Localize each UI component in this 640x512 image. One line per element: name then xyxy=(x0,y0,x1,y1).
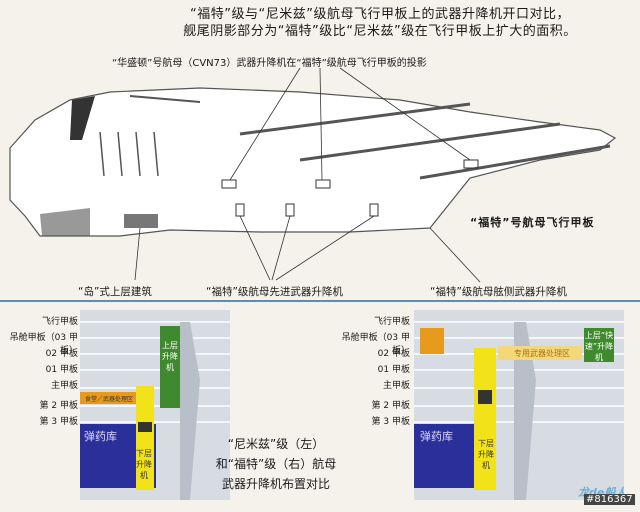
left-lower-elevator-label: 下层升降机 xyxy=(136,449,152,480)
leader-line xyxy=(339,67,471,161)
left-cross-section xyxy=(80,310,230,500)
deck-label: 02 甲板 xyxy=(377,349,410,359)
deck-label: 吊舱甲板（03 甲板） xyxy=(9,333,78,356)
leader-line xyxy=(275,215,375,281)
deck-label: 01 甲板 xyxy=(45,365,78,375)
deck-label: 吊舱甲板（03 甲板） xyxy=(341,333,410,356)
callout-island: “岛”式上层建筑 xyxy=(78,286,152,298)
arresting-wire xyxy=(117,131,123,177)
section-divider xyxy=(0,300,640,302)
arresting-wire xyxy=(135,131,141,177)
arresting-wire xyxy=(99,131,105,177)
deck-label: 02 甲板 xyxy=(45,349,78,359)
comparison-line-1: “尼米兹”级（左） xyxy=(227,437,325,451)
deck-label: 第 2 甲板 xyxy=(39,401,78,411)
flight-deck-plan xyxy=(9,67,617,283)
watermark-id: #816367 xyxy=(584,494,635,505)
hull-side xyxy=(180,322,200,500)
processing-area xyxy=(498,346,582,360)
projection-elevator xyxy=(463,159,479,169)
arresting-wire xyxy=(153,131,159,177)
comparison-caption: “尼米兹”级（左） 和“福特”级（右）航母 武器升降机布置对比 xyxy=(196,434,356,494)
deck-outline xyxy=(9,87,617,237)
deck-label: 飞行甲板 xyxy=(41,317,78,327)
projection-note: “华盛顿”号航母（CVN73）武器升降机在“福特”级航母飞行甲板的投影 xyxy=(112,58,427,69)
right-lower-elevator-label: 下层升降机 xyxy=(478,439,494,470)
elevator-cage xyxy=(138,422,152,432)
deck-stripe xyxy=(239,102,471,136)
callout-advanced-elevators: “福特”级航母先进武器升降机 xyxy=(206,286,343,298)
right-processing-label: 专用武器处理区 xyxy=(514,349,570,358)
comparison-line-3: 武器升降机布置对比 xyxy=(221,477,330,491)
elevator-cage xyxy=(478,390,492,404)
island-shape xyxy=(124,214,158,228)
hull-side xyxy=(514,322,536,500)
leader-line xyxy=(319,67,323,181)
upper-elevator-shaft xyxy=(160,326,180,408)
deck-label: 飞行甲板 xyxy=(373,317,410,327)
left-processing-label: 食堂／武器处理区 xyxy=(84,396,133,403)
left-magazine-label: 弹药库 xyxy=(84,430,117,443)
aft-shaded-area-lower xyxy=(40,208,90,236)
right-deck-labels: 飞行甲板 吊舱甲板（03 甲板） 02 甲板 01 甲板 主甲板 第 2 甲板 … xyxy=(330,314,410,430)
title: “福特”级与“尼米兹”级航母飞行甲板上的武器升降机开口对比， 舰尾阴影部分为“福… xyxy=(150,6,610,40)
deck-stripe xyxy=(299,122,561,162)
callout-side-elevators: “福特”级航母舷侧武器升降机 xyxy=(430,286,567,298)
projection-elevator xyxy=(315,179,331,189)
projection-elevator xyxy=(221,179,237,189)
comparison-line-2: 和“福特”级（右）航母 xyxy=(215,457,337,471)
deck-label: 第 2 甲板 xyxy=(371,401,410,411)
leader-line xyxy=(239,215,271,281)
deck-label: 第 3 甲板 xyxy=(39,417,78,427)
title-line-2: 舰尾阴影部分为“福特”级比“尼米兹”级在飞行甲板上扩大的面积。 xyxy=(183,24,577,39)
deck-lines xyxy=(80,321,230,423)
right-magazine-label: 弹药库 xyxy=(420,430,453,443)
processing-area-left xyxy=(420,328,444,354)
deck-stripe xyxy=(129,95,201,103)
leader-line xyxy=(229,67,301,181)
leader-line xyxy=(134,227,141,281)
deck-label: 主甲板 xyxy=(382,381,410,391)
leader-line xyxy=(429,227,481,283)
deck-label: 第 3 甲板 xyxy=(371,417,410,427)
title-line-1: “福特”级与“尼米兹”级航母飞行甲板上的武器升降机开口对比， xyxy=(190,7,570,22)
right-upper-elevator-label: 上层“快速”升降机 xyxy=(584,331,614,362)
ford-deck-label: “福特”号航母飞行甲板 xyxy=(470,216,595,229)
deck-label: 01 甲板 xyxy=(377,365,410,375)
deck-stripe xyxy=(419,144,611,180)
leader-line xyxy=(271,215,291,281)
processing-area xyxy=(80,392,136,404)
right-cross-section xyxy=(414,310,624,500)
left-deck-labels: 飞行甲板 吊舱甲板（03 甲板） 02 甲板 01 甲板 主甲板 第 2 甲板 … xyxy=(4,314,78,430)
left-upper-elevator-label: 上层升降机 xyxy=(162,341,178,372)
deck-label: 主甲板 xyxy=(50,381,78,391)
lower-elevator-shaft xyxy=(136,386,154,490)
upper-elevator-shaft xyxy=(584,328,614,362)
lower-elevator-shaft xyxy=(474,348,496,490)
aft-shaded-area xyxy=(70,96,95,140)
